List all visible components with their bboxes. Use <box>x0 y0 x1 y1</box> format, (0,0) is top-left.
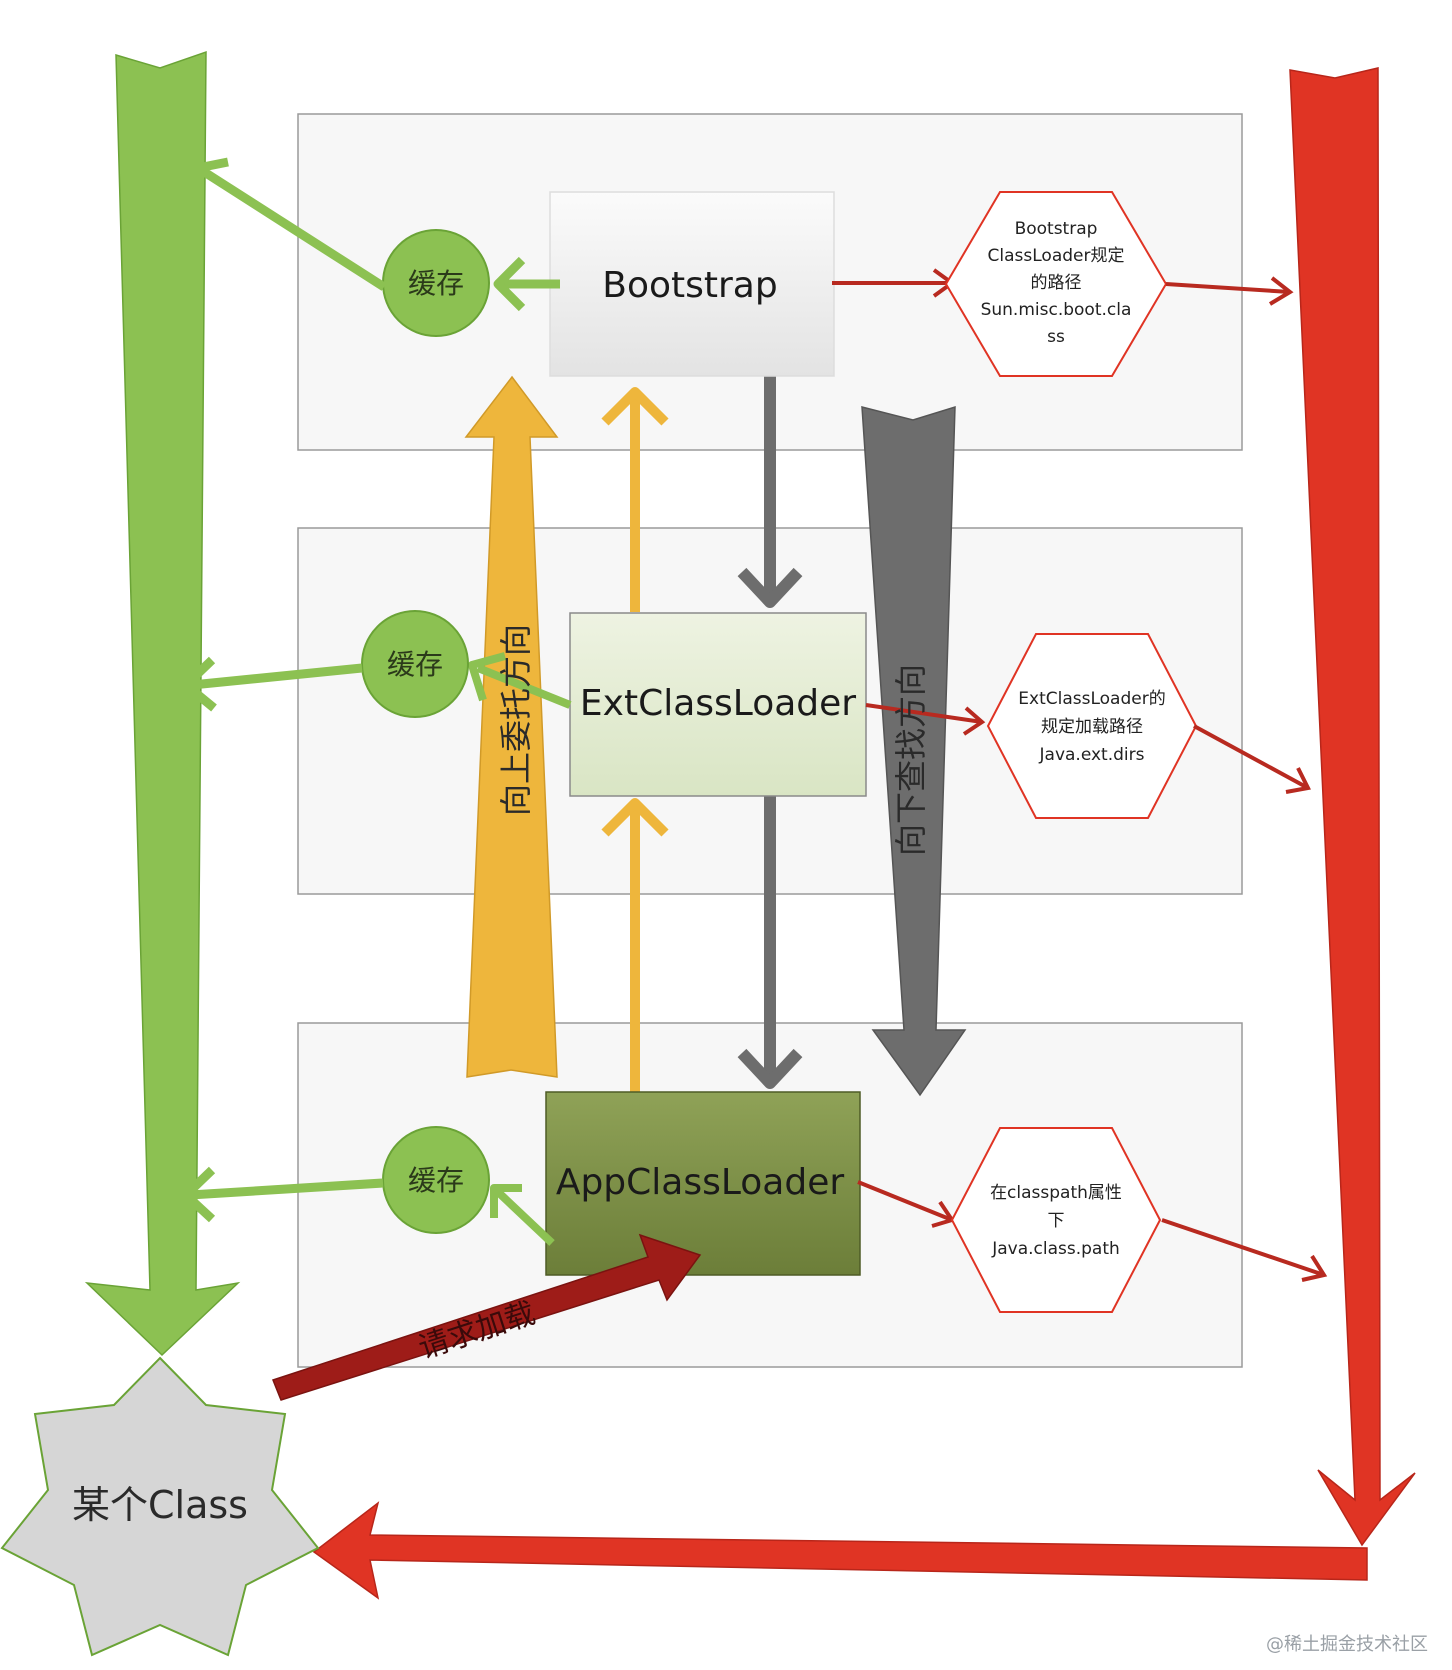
ext-path-line-3: Java.ext.dirs <box>1039 745 1145 765</box>
ext-path-line-2: 规定加载路径 <box>1041 717 1143 737</box>
bootstrap-loader-to-cache-arrow <box>493 256 560 312</box>
ext-loader-to-cache-arrow <box>468 652 572 709</box>
bootstrap-to-ext-down-arrow <box>737 375 803 608</box>
bootstrap-path-line-3: 的路径 <box>1031 273 1082 293</box>
bootstrap-path-line-4: Sun.misc.boot.cla <box>981 300 1132 320</box>
ext-path-line-1: ExtClassLoader的 <box>1018 689 1165 709</box>
bootstrap-path-line-1: Bootstrap <box>1015 219 1098 239</box>
app-to-ext-up-arrow <box>601 798 669 1093</box>
ext-cache-to-return-arrow <box>181 656 363 712</box>
ext-loader-label: ExtClassLoader <box>580 683 856 724</box>
ext-cache-label: 缓存 <box>387 648 443 681</box>
app-loader-box <box>545 1091 861 1276</box>
target-class-label: 某个Class <box>72 1483 248 1527</box>
red-return-arrow <box>312 1501 1368 1600</box>
app-cache-label: 缓存 <box>408 1164 464 1197</box>
bootstrap-path-hexagon <box>944 191 1168 377</box>
ext-path-hexagon <box>986 633 1198 819</box>
ext-cache-circle <box>361 610 469 718</box>
app-cache-circle <box>382 1126 490 1234</box>
target-class-star <box>0 1356 320 1657</box>
ext-to-bootstrap-up-arrow <box>601 387 669 612</box>
ext-path-to-red-arrow <box>1193 724 1311 794</box>
app-path-line-2: 下 <box>1048 1211 1065 1231</box>
app-path-line-1: 在classpath属性 <box>990 1183 1122 1203</box>
request-load-arrow <box>272 1233 702 1401</box>
ext-to-path-arrow <box>865 703 986 736</box>
app-path-to-red-arrow <box>1161 1218 1328 1282</box>
watermark-text: @稀土掘金技术社区 <box>1266 1634 1428 1655</box>
downward-search-arrow <box>861 405 967 1097</box>
upward-delegation-arrow <box>464 375 559 1078</box>
bootstrap-path-to-red-arrow <box>1165 276 1294 306</box>
downward-direction-label: 向下查找方向 <box>892 664 930 856</box>
bootstrap-path-line-5: ss <box>1047 327 1065 347</box>
app-path-line-3: Java.class.path <box>991 1239 1120 1259</box>
green-return-arrow <box>84 50 241 1357</box>
ext-loader-box <box>569 612 867 797</box>
app-cache-to-return-arrow <box>181 1166 384 1223</box>
bootstrap-path-line-2: ClassLoader规定 <box>988 246 1125 266</box>
upward-direction-label: 向上委托方向 <box>497 624 535 816</box>
bootstrap-cache-to-return-arrow <box>189 157 387 291</box>
app-loader-to-cache-arrow <box>490 1184 555 1246</box>
app-path-hexagon <box>950 1127 1162 1313</box>
bootstrap-loader-label: Bootstrap <box>602 265 777 306</box>
ext-to-app-down-arrow <box>737 795 803 1089</box>
red-down-arrow <box>1289 67 1416 1547</box>
app-loader-label: AppClassLoader <box>556 1162 845 1203</box>
bootstrap-cache-label: 缓存 <box>408 267 464 300</box>
